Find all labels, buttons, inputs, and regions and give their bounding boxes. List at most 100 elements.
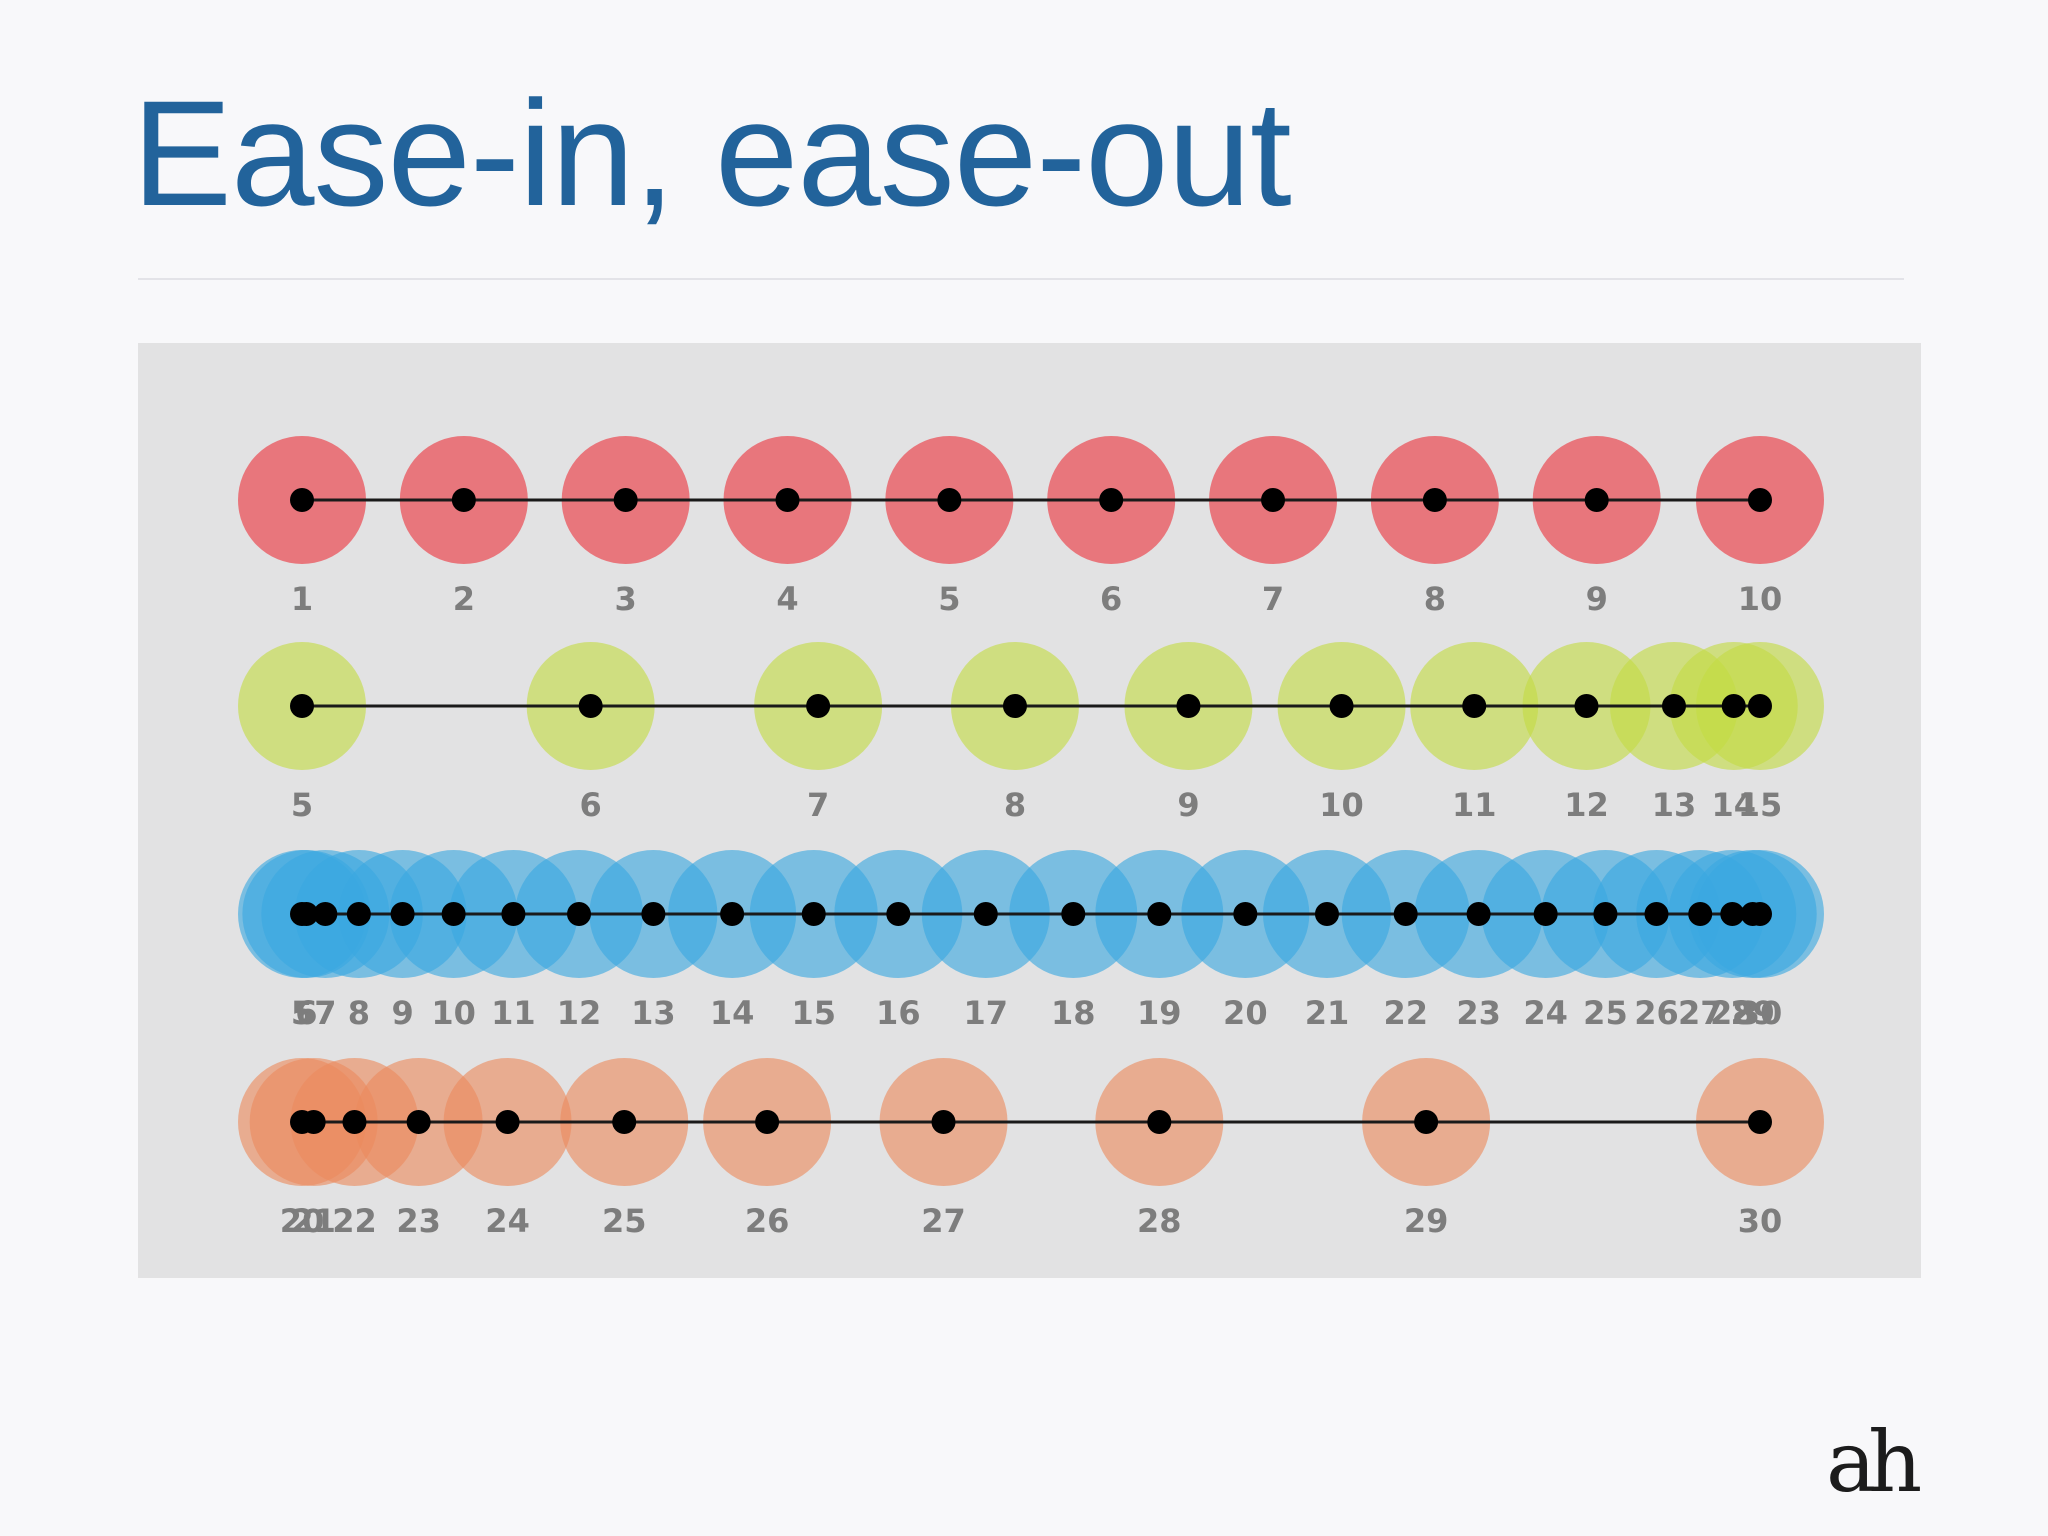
frame-dot bbox=[612, 1110, 637, 1134]
frame-dot bbox=[1593, 902, 1618, 926]
frame-label: 22 bbox=[1383, 994, 1428, 1032]
frame-dot bbox=[1661, 694, 1686, 718]
frame-label: 21 bbox=[291, 1202, 336, 1240]
frame-label: 17 bbox=[964, 994, 1009, 1032]
frame-dot bbox=[886, 902, 911, 926]
frame-label: 8 bbox=[348, 994, 370, 1032]
frame-dot bbox=[294, 902, 319, 926]
frame-label: 5 bbox=[291, 786, 313, 824]
title-divider bbox=[138, 278, 1904, 280]
frame-dot bbox=[441, 902, 466, 926]
frame-label: 18 bbox=[1051, 994, 1096, 1032]
frame-label: 2 bbox=[453, 580, 475, 618]
frame-label: 24 bbox=[485, 1202, 530, 1240]
frame-label: 29 bbox=[1404, 1202, 1449, 1240]
frame-label: 22 bbox=[332, 1202, 377, 1240]
frame-dot bbox=[290, 488, 314, 512]
frame-dot bbox=[806, 694, 831, 718]
frame-label: 3 bbox=[615, 580, 637, 618]
frame-label: 28 bbox=[1710, 994, 1755, 1032]
frame-dot bbox=[1721, 694, 1746, 718]
frame-label: 30 bbox=[1738, 994, 1783, 1032]
frame-dot bbox=[1422, 488, 1447, 512]
frame-dot bbox=[1147, 902, 1172, 926]
frame-dot bbox=[1414, 1110, 1439, 1134]
frame-label: 14 bbox=[1711, 786, 1756, 824]
frame-label: 10 bbox=[431, 994, 476, 1032]
frame-dot bbox=[1720, 902, 1745, 926]
frame-dot bbox=[1099, 488, 1124, 512]
frame-dot bbox=[495, 1110, 520, 1134]
frame-label: 27 bbox=[1678, 994, 1723, 1032]
frame-dot bbox=[613, 488, 638, 512]
frame-dot bbox=[1748, 1110, 1772, 1134]
frame-label: 5 bbox=[291, 994, 313, 1032]
frame-label: 8 bbox=[1004, 786, 1026, 824]
frame-label: 15 bbox=[1738, 786, 1783, 824]
frame-dot bbox=[1393, 902, 1418, 926]
frame-label: 11 bbox=[1452, 786, 1497, 824]
frame-label: 15 bbox=[791, 994, 836, 1032]
frame-label: 13 bbox=[631, 994, 676, 1032]
frame-dot bbox=[801, 902, 826, 926]
frame-label: 6 bbox=[580, 786, 602, 824]
frame-label: 24 bbox=[1523, 994, 1568, 1032]
frame-dot bbox=[1584, 488, 1609, 512]
frame-label: 12 bbox=[557, 994, 602, 1032]
frame-dot bbox=[390, 902, 415, 926]
frame-label: 25 bbox=[602, 1202, 647, 1240]
frame-dot bbox=[931, 1110, 956, 1134]
frame-label: 10 bbox=[1319, 786, 1364, 824]
frame-label: 23 bbox=[1456, 994, 1501, 1032]
frame-label: 26 bbox=[745, 1202, 790, 1240]
frame-dot bbox=[1688, 902, 1713, 926]
frame-label: 19 bbox=[1137, 994, 1182, 1032]
frame-dot bbox=[301, 1110, 326, 1134]
frame-label: 27 bbox=[921, 1202, 966, 1240]
frame-dot bbox=[342, 1110, 367, 1134]
frame-label: 4 bbox=[776, 580, 798, 618]
frame-dot bbox=[1061, 902, 1086, 926]
frame-label: 1 bbox=[291, 580, 313, 618]
slide-title: Ease-in, ease-out bbox=[132, 69, 1292, 237]
frame-label: 20 bbox=[1223, 994, 1268, 1032]
frame-dot bbox=[1176, 694, 1201, 718]
frame-dot bbox=[775, 488, 800, 512]
frame-label: 7 bbox=[1262, 580, 1284, 618]
frame-label: 29 bbox=[1730, 994, 1775, 1032]
frame-label: 12 bbox=[1564, 786, 1609, 824]
frame-dot bbox=[1748, 488, 1772, 512]
frame-dot bbox=[1147, 1110, 1172, 1134]
frame-dot bbox=[313, 902, 338, 926]
frame-dot bbox=[1644, 902, 1669, 926]
frame-dot bbox=[1462, 694, 1487, 718]
frame-label: 7 bbox=[314, 994, 336, 1032]
frame-label: 25 bbox=[1583, 994, 1628, 1032]
frame-dot bbox=[1748, 902, 1772, 926]
frame-dot bbox=[406, 1110, 431, 1134]
frame-label: 9 bbox=[1177, 786, 1199, 824]
frame-label: 13 bbox=[1652, 786, 1697, 824]
frame-label: 21 bbox=[1305, 994, 1350, 1032]
frame-label: 9 bbox=[1586, 580, 1608, 618]
frame-label: 23 bbox=[396, 1202, 441, 1240]
frame-label: 8 bbox=[1424, 580, 1446, 618]
frame-label: 6 bbox=[1100, 580, 1122, 618]
frame-label: 30 bbox=[1738, 1202, 1783, 1240]
frame-label: 14 bbox=[710, 994, 755, 1032]
frame-label: 28 bbox=[1137, 1202, 1182, 1240]
frame-dot bbox=[451, 488, 476, 512]
frame-dot bbox=[578, 694, 603, 718]
frame-dot bbox=[290, 694, 314, 718]
frame-label: 11 bbox=[491, 994, 536, 1032]
frame-dot bbox=[937, 488, 962, 512]
frame-dot bbox=[567, 902, 592, 926]
frame-dot bbox=[1233, 902, 1258, 926]
frame-dot bbox=[641, 902, 666, 926]
frame-label: 26 bbox=[1634, 994, 1679, 1032]
